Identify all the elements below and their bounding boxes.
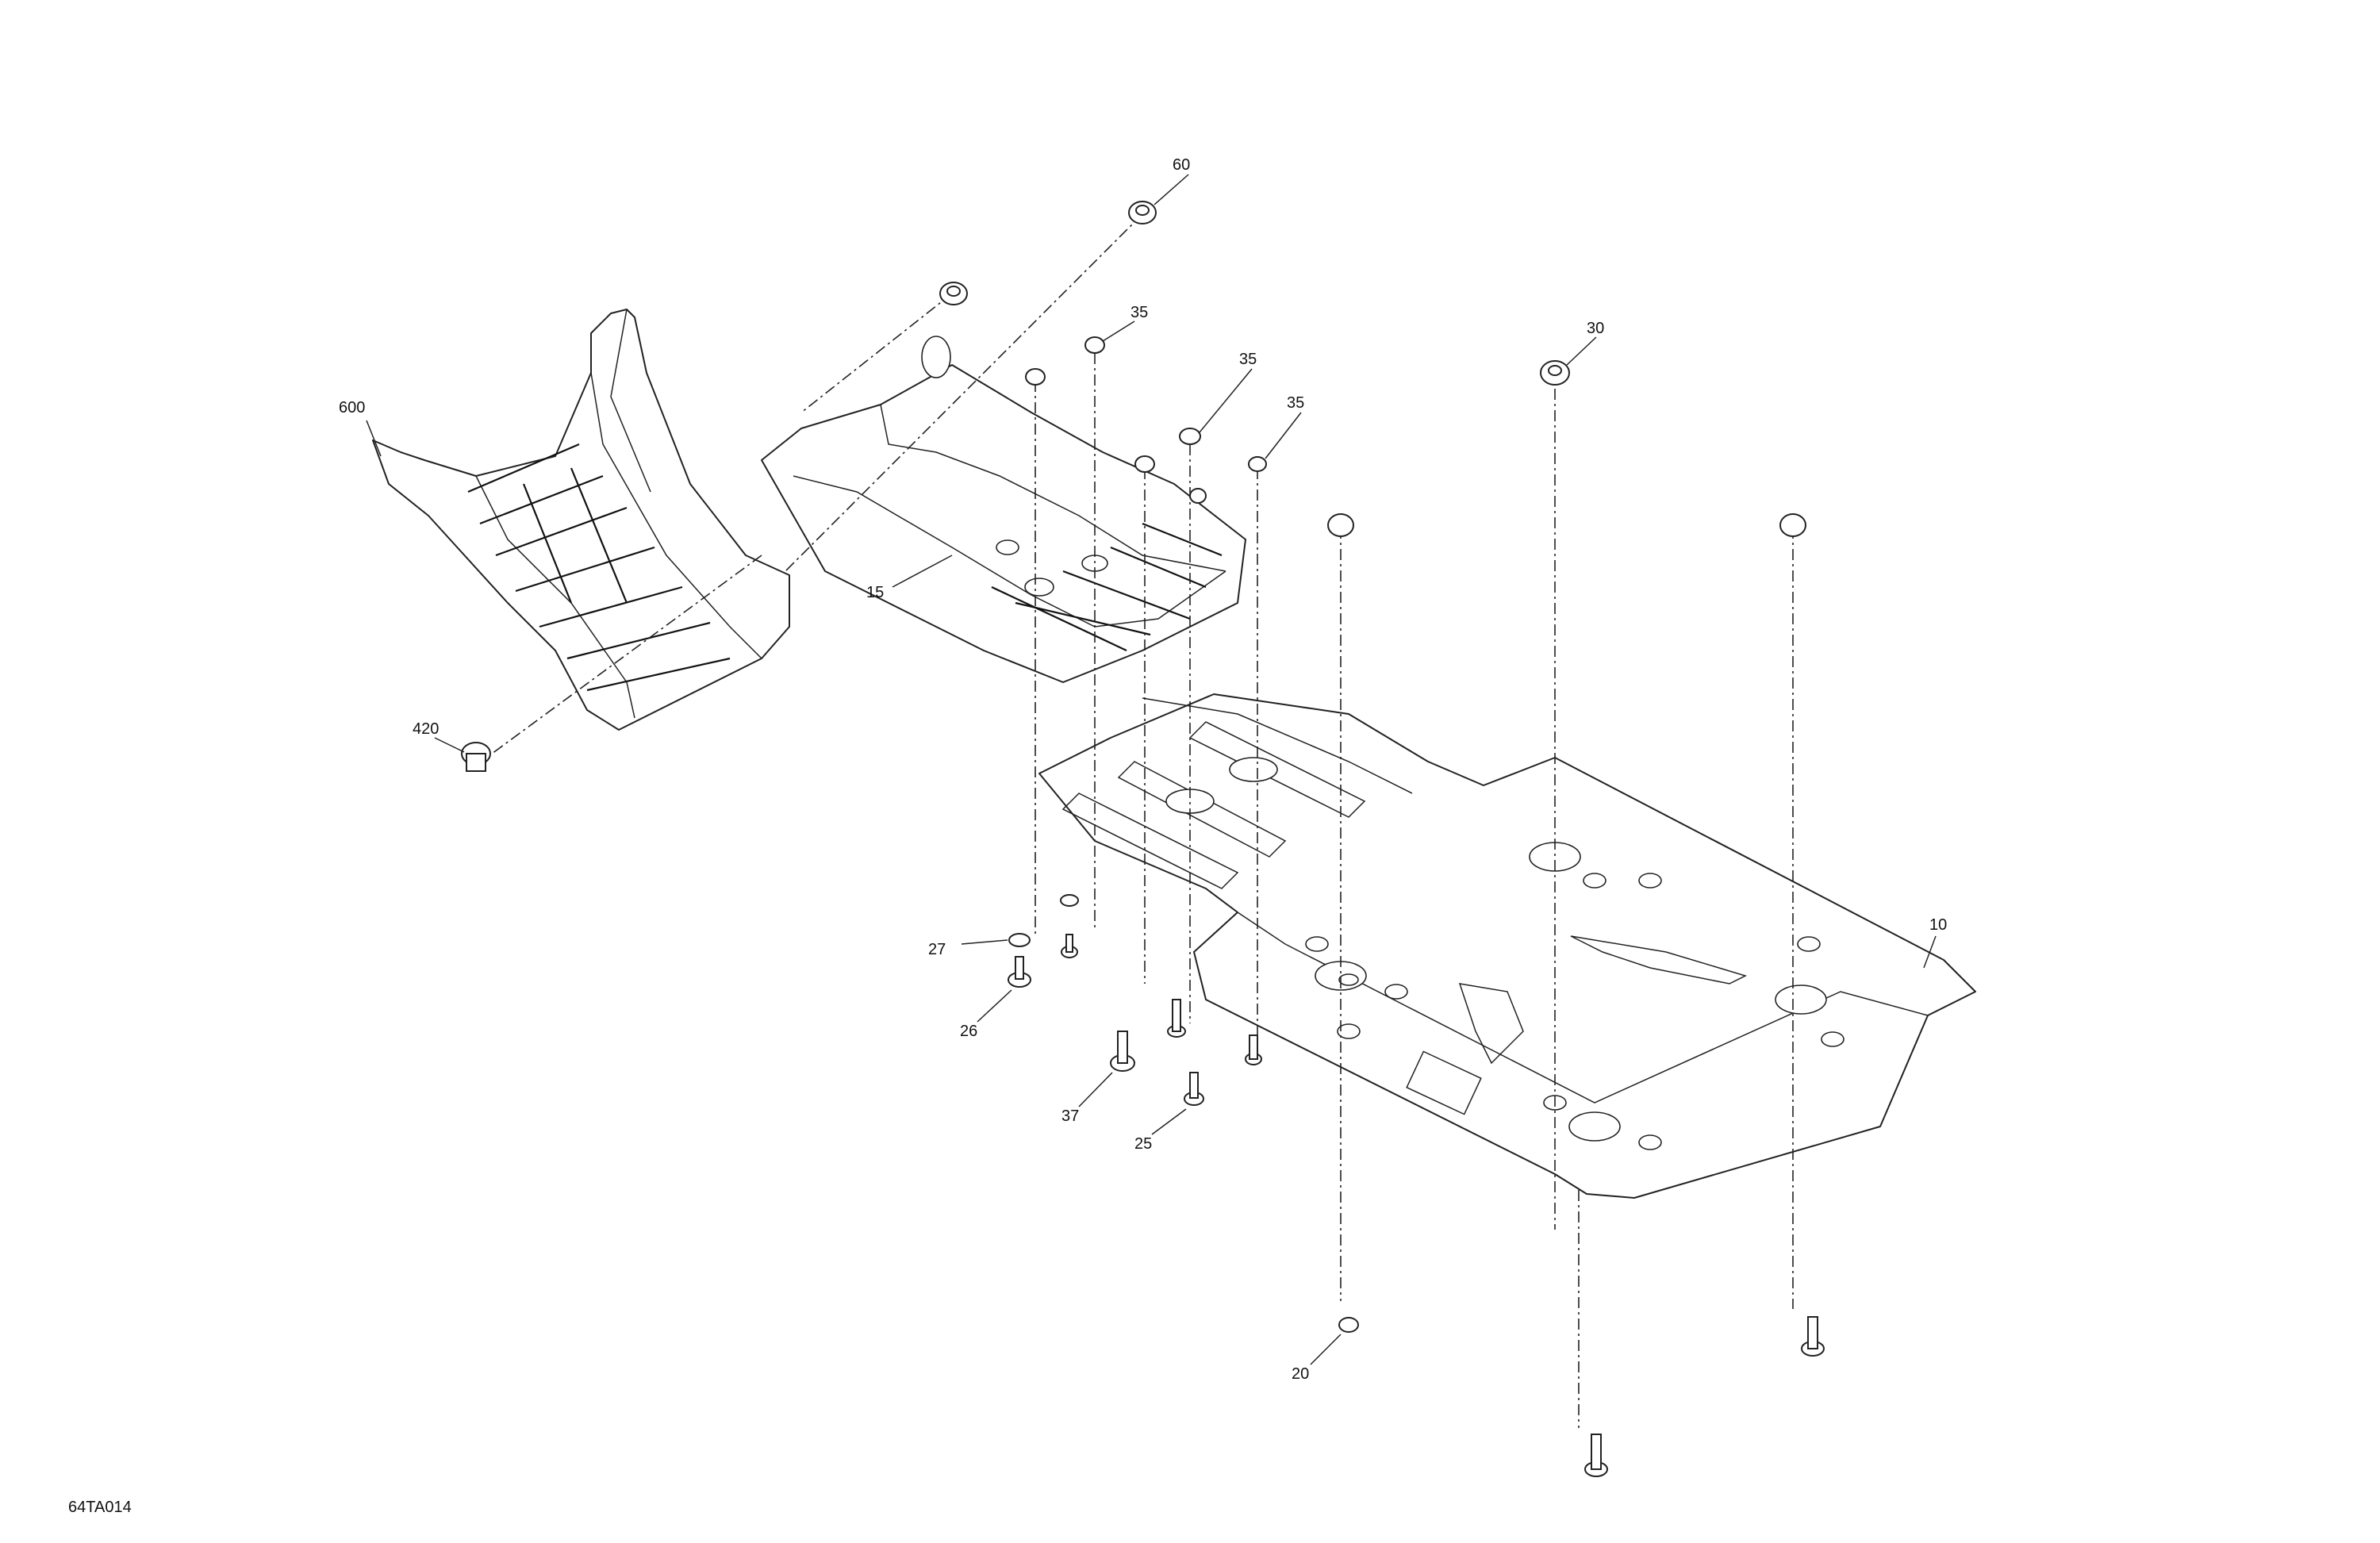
nut-30-c — [1779, 513, 1806, 537]
nut-35-d — [1134, 455, 1155, 473]
callout-27[interactable]: 27 — [928, 941, 946, 958]
bolt-small-c — [1245, 1034, 1262, 1065]
flange-nut-60-upper — [1128, 201, 1157, 225]
front-guard-part-600[interactable] — [372, 309, 790, 731]
bolt-bottom-b — [1801, 1316, 1825, 1357]
bolt-420 — [461, 742, 491, 772]
bolt-bottom-a — [1584, 1434, 1608, 1477]
callout-420[interactable]: 420 — [413, 720, 439, 738]
nut-35-e — [1248, 456, 1267, 472]
bolt-26 — [1008, 956, 1031, 988]
skid-tray-part-15[interactable] — [761, 336, 1246, 683]
callout-37[interactable]: 37 — [1061, 1107, 1079, 1125]
callout-20[interactable]: 20 — [1292, 1365, 1309, 1383]
nut-35-f — [1189, 488, 1207, 504]
diagram-id: 64TA014 — [68, 1499, 132, 1516]
bolt-25 — [1184, 1072, 1204, 1106]
washer-27b — [1060, 894, 1079, 907]
washer-27 — [1008, 933, 1031, 947]
callout-leader-lines — [366, 174, 1937, 1365]
flange-nut-60-lower — [939, 282, 968, 305]
callout-labels: 600 420 60 35 35 35 30 15 10 27 26 37 25… — [68, 156, 1947, 1516]
skid-plate-part-10[interactable] — [1038, 693, 1976, 1199]
bolt-small-a — [1061, 934, 1078, 958]
nut-35-b — [1025, 368, 1046, 386]
assembly-lines — [491, 213, 1794, 1428]
nut-35-c — [1179, 428, 1201, 445]
nut-20 — [1338, 1317, 1359, 1333]
callout-26[interactable]: 26 — [960, 1023, 977, 1040]
callout-60[interactable]: 60 — [1173, 156, 1190, 174]
nut-35-a — [1084, 336, 1105, 354]
hardware-fasteners — [461, 201, 1825, 1477]
callout-35-b[interactable]: 35 — [1239, 351, 1257, 368]
callout-15[interactable]: 15 — [866, 584, 884, 601]
bolt-37 — [1110, 1031, 1135, 1072]
callout-600[interactable]: 600 — [339, 399, 365, 416]
nut-30-a — [1540, 360, 1570, 386]
callout-10[interactable]: 10 — [1929, 916, 1947, 934]
nut-30-b — [1327, 513, 1354, 537]
callout-30[interactable]: 30 — [1587, 320, 1604, 337]
callout-35-a[interactable]: 35 — [1130, 304, 1148, 321]
callout-25[interactable]: 25 — [1134, 1135, 1152, 1153]
bolt-small-b — [1167, 999, 1186, 1038]
callout-35-c[interactable]: 35 — [1287, 394, 1304, 412]
